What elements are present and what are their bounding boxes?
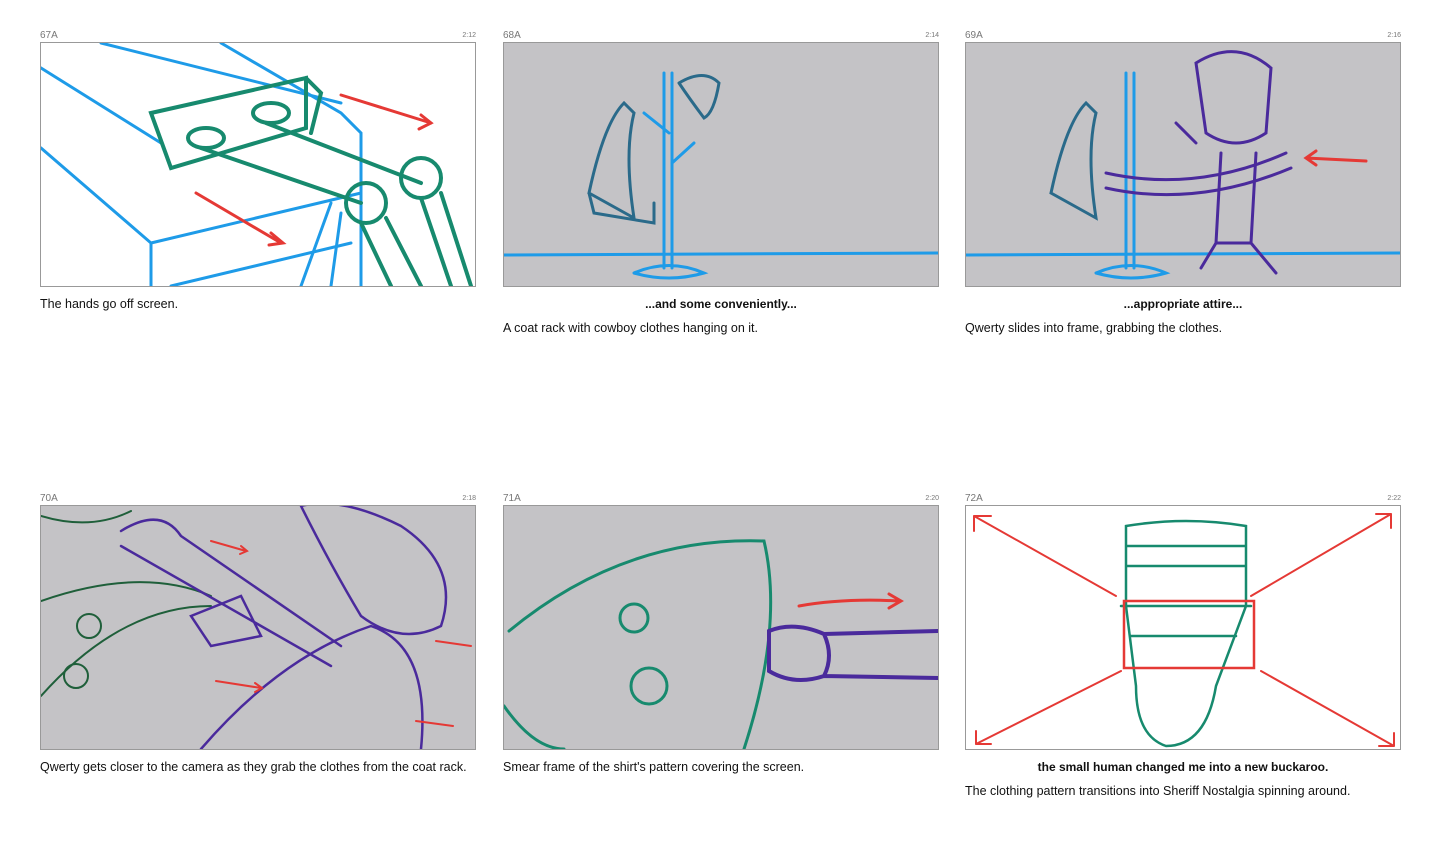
panel-image <box>965 42 1401 287</box>
action-note: Qwerty gets closer to the camera as they… <box>40 760 467 774</box>
panel-number: 72A <box>965 493 983 504</box>
panel-number: 67A <box>40 30 58 41</box>
panel-number: 71A <box>503 493 521 504</box>
storyboard-panel-71a: 71A 2:20 Smear frame of the shirt's patte… <box>503 491 939 775</box>
action-note: Smear frame of the shirt's pattern cover… <box>503 760 805 774</box>
panel-time: 2:18 <box>462 495 476 502</box>
panel-image <box>40 42 476 287</box>
panel-time: 2:14 <box>925 32 939 39</box>
panel-image <box>503 505 939 750</box>
storyboard-panel-70a: 70A 2:18 Qwerty gets closer to the camera… <box>40 491 476 775</box>
dialog-line: ...and some conveniently... <box>645 297 797 311</box>
storyboard-panel-72a: 72A 2:22 the small human changed me into … <box>965 491 1401 799</box>
panel-image <box>40 505 476 750</box>
panel-time: 2:20 <box>925 495 939 502</box>
panel-number: 70A <box>40 493 58 504</box>
storyboard-panel-67a: 67A 2:12 The hands go off screen. <box>40 28 476 312</box>
dialog-line: ...appropriate attire... <box>1123 297 1243 311</box>
action-note: The hands go off screen. <box>40 297 179 311</box>
storyboard-panel-68a: 68A 2:14 ...and some conveniently... A co… <box>503 28 939 336</box>
panel-time: 2:12 <box>462 32 476 39</box>
action-note: The clothing pattern transitions into Sh… <box>965 784 1351 798</box>
action-note: A coat rack with cowboy clothes hanging … <box>503 321 759 335</box>
storyboard-panel-69a: 69A 2:16 ...appropriate attire... Qwerty … <box>965 28 1401 336</box>
panel-number: 68A <box>503 30 521 41</box>
panel-number: 69A <box>965 30 983 41</box>
panel-time: 2:16 <box>1387 32 1401 39</box>
action-note: Qwerty slides into frame, grabbing the c… <box>965 321 1223 335</box>
dialog-line: the small human changed me into a new bu… <box>1037 760 1329 774</box>
panel-image <box>503 42 939 287</box>
panel-image <box>965 505 1401 750</box>
panel-time: 2:22 <box>1387 495 1401 502</box>
